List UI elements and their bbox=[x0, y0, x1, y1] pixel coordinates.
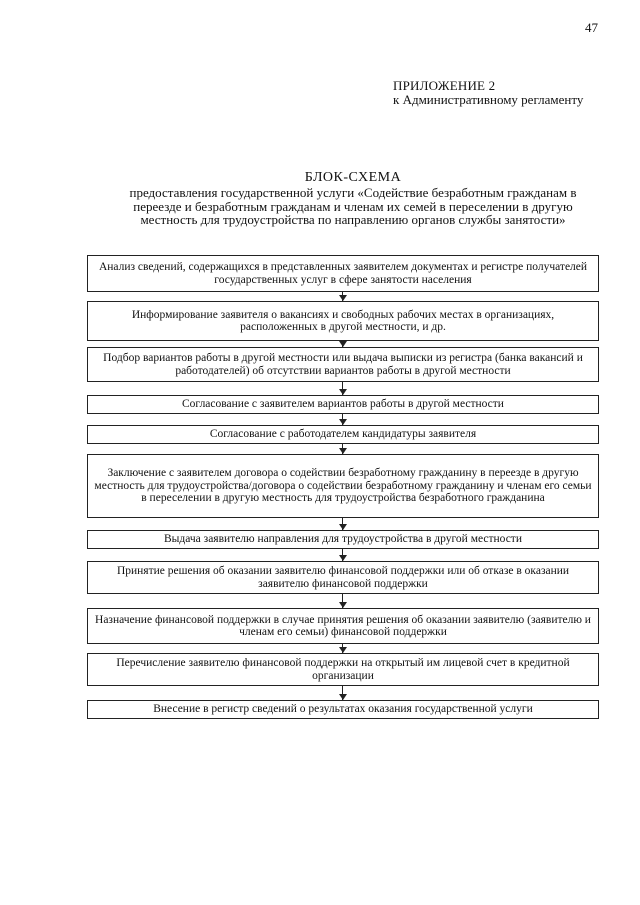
flow-arrow-6 bbox=[338, 518, 348, 530]
flow-step-1-text: Анализ сведений, содержащихся в представ… bbox=[98, 261, 588, 286]
flow-step-3-text: Подбор вариантов работы в другой местнос… bbox=[103, 352, 583, 377]
flow-step-10: Перечисление заявителю финансовой поддер… bbox=[87, 653, 599, 686]
flow-arrow-7 bbox=[338, 549, 348, 561]
flow-step-5-text: Согласование с работодателем кандидатуры… bbox=[209, 428, 477, 441]
flow-step-2-text: Информирование заявителя о вакансиях и с… bbox=[131, 308, 555, 334]
flow-arrow-4 bbox=[338, 414, 348, 425]
flow-arrow-1 bbox=[338, 292, 348, 301]
appendix-block: ПРИЛОЖЕНИЕ 2 к Административному регламе… bbox=[393, 79, 593, 107]
flow-step-6: Заключение с заявителем договора о содей… bbox=[87, 454, 599, 518]
flow-step-2: Информирование заявителя о вакансиях и с… bbox=[87, 301, 599, 341]
flow-step-4: Согласование с заявителем вариантов рабо… bbox=[87, 395, 599, 414]
flow-step-7: Выдача заявителю направления для трудоус… bbox=[87, 530, 599, 549]
appendix-title: ПРИЛОЖЕНИЕ 2 bbox=[393, 78, 496, 93]
flow-step-11-text: Внесение в регистр сведений о результата… bbox=[153, 703, 533, 716]
appendix-subtitle: к Административному регламенту bbox=[393, 92, 584, 107]
flow-step-3: Подбор вариантов работы в другой местнос… bbox=[87, 347, 599, 382]
page-number: 47 bbox=[585, 20, 598, 35]
flow-arrow-5 bbox=[338, 444, 348, 454]
flow-step-11: Внесение в регистр сведений о результата… bbox=[87, 700, 599, 719]
flow-arrow-8 bbox=[338, 594, 348, 608]
flow-step-6-text: Заключение с заявителем договора о содей… bbox=[94, 467, 592, 505]
flow-step-4-text: Согласование с заявителем вариантов рабо… bbox=[182, 398, 504, 411]
flow-step-9: Назначение финансовой поддержки в случае… bbox=[87, 608, 599, 644]
flow-step-7-text: Выдача заявителю направления для трудоус… bbox=[164, 533, 522, 546]
flow-step-5: Согласование с работодателем кандидатуры… bbox=[87, 425, 599, 444]
flow-arrow-9 bbox=[338, 644, 348, 653]
flow-arrow-3 bbox=[338, 382, 348, 395]
flow-step-1: Анализ сведений, содержащихся в представ… bbox=[87, 255, 599, 292]
flow-step-9-text: Назначение финансовой поддержки в случае… bbox=[95, 613, 591, 639]
flowchart-subtitle: предоставления государственной услуги «С… bbox=[129, 185, 577, 227]
flow-arrow-10 bbox=[338, 686, 348, 700]
flow-step-8: Принятие решения об оказании заявителю ф… bbox=[87, 561, 599, 594]
flow-step-8-text: Принятие решения об оказании заявителю ф… bbox=[116, 565, 570, 590]
flowchart-heading: БЛОК-СХЕМА предоставления государственно… bbox=[118, 170, 588, 227]
flow-arrow-2 bbox=[338, 341, 348, 347]
flowchart-title: БЛОК-СХЕМА bbox=[304, 170, 402, 185]
flow-step-10-text: Перечисление заявителю финансовой поддер… bbox=[116, 657, 570, 682]
